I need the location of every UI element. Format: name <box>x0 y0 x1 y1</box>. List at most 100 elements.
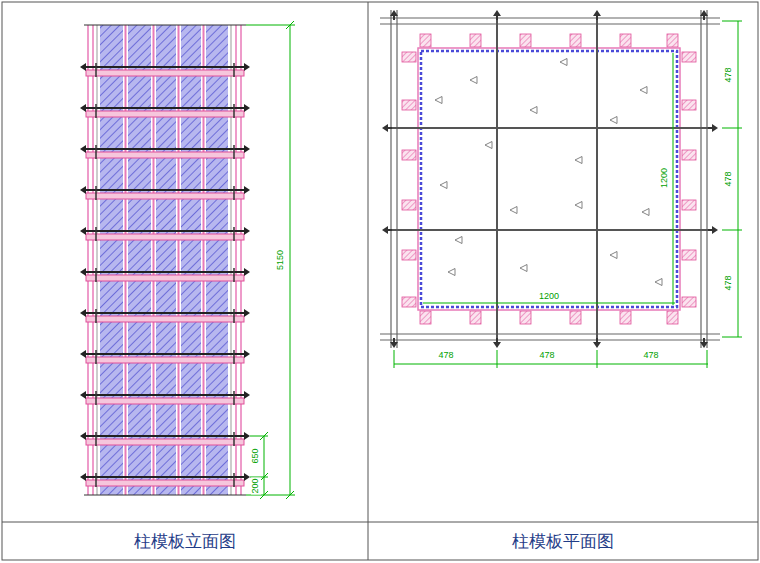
column-clamp <box>80 268 250 282</box>
batten-line <box>203 25 205 495</box>
dimension-text: 478 <box>724 274 734 291</box>
batten <box>520 311 531 324</box>
aggregate <box>520 265 527 272</box>
column-clamp <box>80 104 250 118</box>
column-plan <box>380 10 720 348</box>
bolt-ends <box>382 10 718 348</box>
batten <box>402 100 416 110</box>
waling <box>380 333 720 334</box>
dimension-text: 478 <box>724 170 734 187</box>
bolt-end <box>382 124 392 132</box>
dimension-line <box>423 303 675 304</box>
dimension-tick <box>260 473 268 481</box>
column-top <box>84 25 246 26</box>
dimension-text: 478 <box>437 351 454 361</box>
panel-edge <box>97 25 98 495</box>
bolt-end <box>493 10 501 20</box>
batten-line <box>240 25 242 495</box>
batten-line <box>87 25 89 495</box>
plan-dimensions <box>394 21 742 368</box>
dimension-tick <box>286 491 294 499</box>
batten <box>520 34 531 47</box>
bolt-end <box>700 338 708 348</box>
column-clamp <box>80 227 250 241</box>
dimension-tick <box>260 491 268 499</box>
waling <box>706 10 707 348</box>
batten-line <box>153 25 155 495</box>
waling <box>380 17 720 18</box>
aggregate <box>655 279 662 286</box>
waling <box>390 10 391 348</box>
dimension-text: 5150 <box>276 249 286 271</box>
bolt-end <box>390 338 398 348</box>
column-clamp <box>80 309 250 323</box>
aggregate <box>610 117 617 124</box>
dimension-tick <box>260 432 268 440</box>
batten <box>620 34 631 47</box>
figure-caption: 柱模板平面图 <box>512 532 614 551</box>
batten <box>570 311 581 324</box>
waling <box>380 23 720 24</box>
bolt-end <box>593 10 601 20</box>
batten <box>570 34 581 47</box>
aggregate <box>560 59 567 66</box>
dimension-line <box>264 436 265 495</box>
aggregate <box>435 97 442 104</box>
dimension-line <box>394 364 708 365</box>
batten <box>667 311 678 324</box>
batten-line <box>125 25 127 495</box>
extension-line <box>246 25 295 26</box>
aggregate <box>610 252 617 259</box>
column-clamp <box>80 432 250 446</box>
batten <box>402 52 416 62</box>
batten-line <box>178 25 180 495</box>
bolt-end <box>593 338 601 348</box>
formwork-panel <box>128 25 151 495</box>
tie-bolt <box>496 12 498 346</box>
plan-battens <box>402 34 696 324</box>
bolt-end <box>390 10 398 20</box>
dimension-text: 200 <box>251 477 261 494</box>
table-divider <box>2 522 758 523</box>
aggregate <box>455 237 462 244</box>
waling <box>396 10 397 348</box>
extension-line <box>722 230 742 231</box>
batten <box>402 250 416 260</box>
batten <box>420 311 431 324</box>
aggregate <box>575 202 582 209</box>
batten <box>682 52 696 62</box>
tie-bolt <box>596 12 598 346</box>
batten <box>682 200 696 210</box>
formwork-panel <box>100 25 123 495</box>
batten <box>682 150 696 160</box>
batten <box>402 200 416 210</box>
batten <box>402 297 416 307</box>
bolt-end <box>708 124 718 132</box>
dimension-line <box>738 21 739 337</box>
formwork-board <box>418 48 680 310</box>
batten <box>682 250 696 260</box>
aggregate <box>530 107 537 114</box>
extension-line <box>246 495 295 496</box>
column-clamp <box>80 350 250 364</box>
formwork-panel <box>156 25 176 495</box>
panel-edge <box>231 25 232 495</box>
batten <box>470 311 481 324</box>
batten <box>682 100 696 110</box>
figure-caption: 柱模板立面图 <box>134 532 236 551</box>
extension-line <box>722 337 742 338</box>
batten <box>470 34 481 47</box>
column-clamp <box>80 391 250 405</box>
batten-line <box>235 25 237 495</box>
aggregate <box>440 182 447 189</box>
batten <box>420 34 431 47</box>
column-clamp <box>80 473 250 487</box>
dimension-tick <box>286 21 294 29</box>
aggregate <box>470 77 477 84</box>
dimension-line <box>290 25 291 495</box>
column-clamp <box>80 145 250 159</box>
formwork-panel <box>206 25 228 495</box>
aggregate <box>575 157 582 164</box>
column-elevation <box>80 25 250 495</box>
